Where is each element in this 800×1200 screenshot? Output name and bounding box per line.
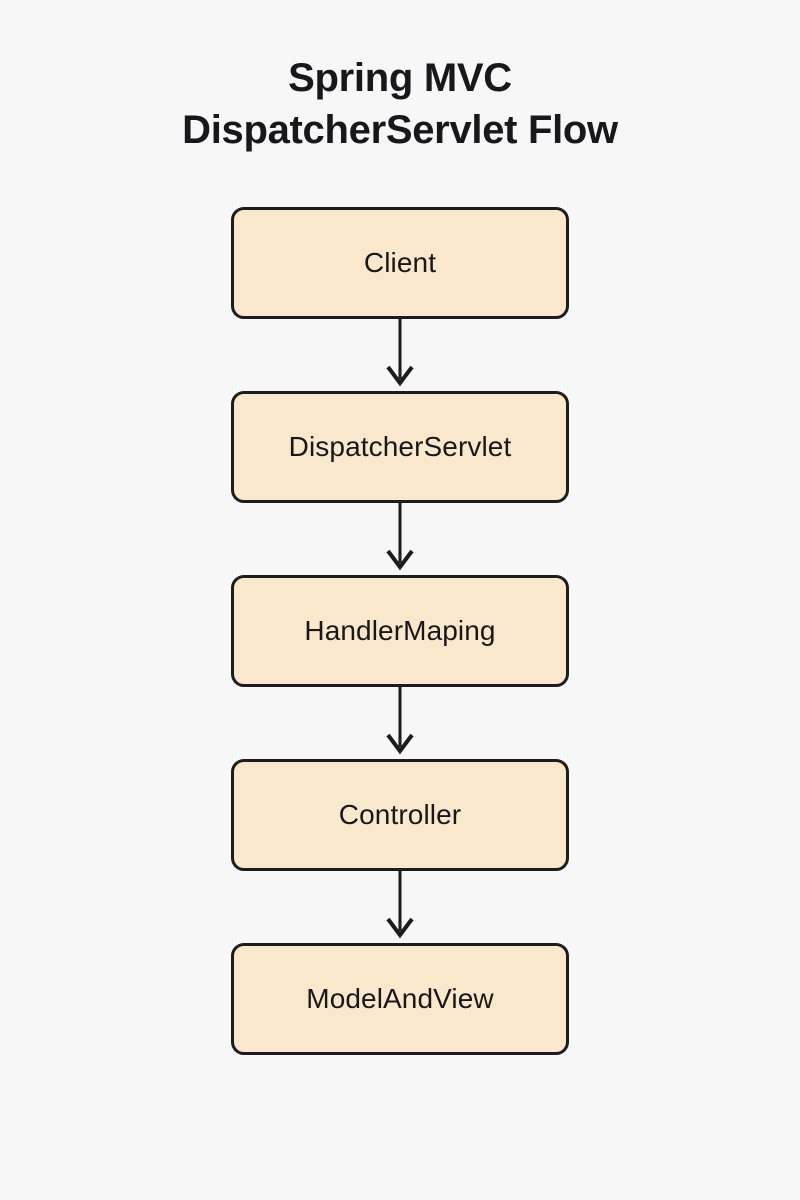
flow-connector-controller-to-modelandview bbox=[231, 871, 569, 943]
flow-connector-dispatcherservlet-to-handlermaping bbox=[231, 503, 569, 575]
flow-node-dispatcherservlet[interactable]: DispatcherServlet bbox=[231, 391, 569, 503]
flow-node-modelandview[interactable]: ModelAndView bbox=[231, 943, 569, 1055]
flow-node-label: Controller bbox=[338, 799, 462, 830]
flow-node-label: Client bbox=[363, 247, 437, 278]
flow-node-controller[interactable]: Controller bbox=[231, 759, 569, 871]
page-title-line-2: DispatcherServlet Flow bbox=[182, 108, 618, 152]
flow-connector-client-to-dispatcherservlet bbox=[231, 319, 569, 391]
flow-connector-handlermaping-to-controller bbox=[231, 687, 569, 759]
flow-node-label: HandlerMaping bbox=[304, 615, 496, 646]
flow-node-client[interactable]: Client bbox=[231, 207, 569, 319]
flow-node-label: ModelAndView bbox=[306, 983, 494, 1014]
page-title: Spring MVC DispatcherServlet Flow bbox=[0, 52, 800, 156]
flowchart: Client DispatcherServlet HandlerMaping bbox=[231, 207, 569, 1055]
flow-node-label: DispatcherServlet bbox=[288, 431, 512, 462]
flow-node-handlermaping[interactable]: HandlerMaping bbox=[231, 575, 569, 687]
page-title-line-1: Spring MVC bbox=[288, 56, 512, 100]
